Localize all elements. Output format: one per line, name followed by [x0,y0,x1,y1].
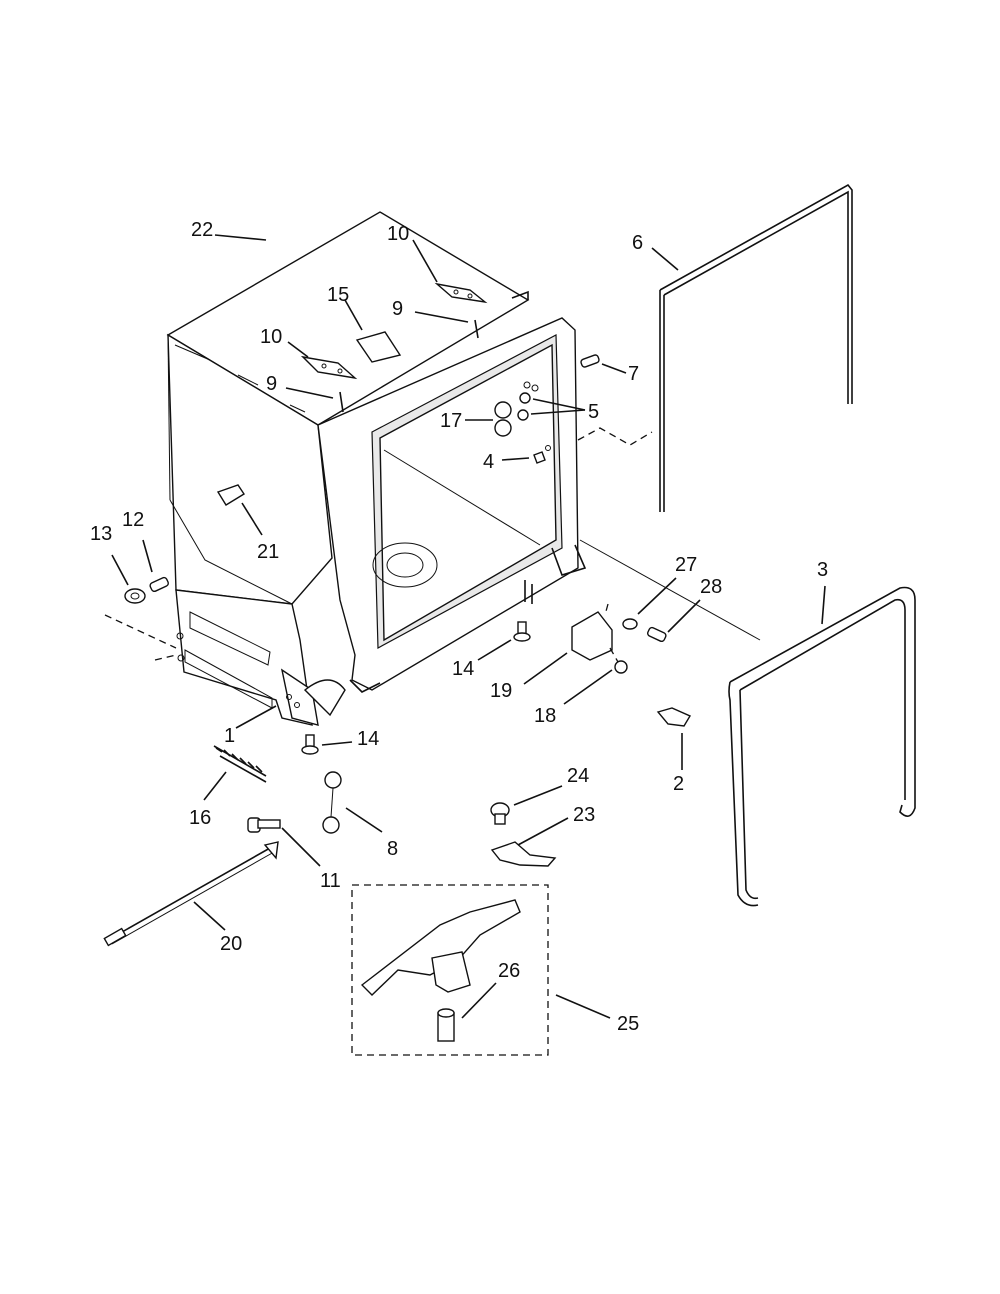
callout-1: 1 [224,725,235,747]
washers-part-5 [517,392,531,421]
hinge-bracket-lower [300,355,358,380]
callout-25: 25 [617,1013,639,1035]
callout-18: 18 [534,705,556,727]
plug-part-21 [216,484,245,506]
door-gasket-top [577,183,853,512]
rod-part-20 [103,841,279,947]
cap-part-24 [490,802,510,825]
clip-27 [622,618,638,630]
callout-19: 19 [490,680,512,702]
dishwasher-tub [166,211,587,726]
mounting-clip [355,331,402,363]
callout-28: 28 [700,576,722,598]
screw-18 [614,660,628,674]
callout-24: 24 [567,765,589,787]
callout-20: 20 [220,933,242,955]
callout-5: 5 [588,401,599,423]
callout-12: 12 [122,509,144,531]
callout-8: 8 [387,838,398,860]
bracket-19 [571,611,613,661]
screw-lower [339,391,344,413]
callout-16: 16 [189,807,211,829]
leg-14-lower [301,734,319,755]
screw-part-7 [580,354,600,368]
screw-upper [474,319,479,339]
screw-28 [647,626,667,643]
bracket-part-17 [494,401,512,437]
wheel-part-8 [322,771,342,834]
callout-2: 2 [673,773,684,795]
callout-9-lower: 9 [266,373,277,395]
clip-part-2 [656,707,692,727]
callout-23: 23 [573,804,595,826]
callout-10-lower: 10 [260,326,282,348]
callout-26: 26 [498,960,520,982]
callout-27: 27 [675,554,697,576]
bolt-part-11 [247,817,281,833]
callout-labels: 22 10 15 9 10 9 6 7 17 5 4 21 13 12 3 27… [90,219,828,1035]
spring-part-16 [213,745,267,783]
callout-10-upper: 10 [387,223,409,245]
bracket-part-23 [490,841,557,867]
hinge-bracket-upper [434,282,488,304]
leveling-foot-13 [124,588,146,604]
leader-lines [111,234,826,1019]
callout-4: 4 [483,451,494,473]
callout-22: 22 [191,219,213,241]
callout-14-upper: 14 [452,658,474,680]
callout-15: 15 [327,284,349,306]
tub-gasket-lower [728,586,916,907]
callout-11: 11 [320,870,341,892]
screw-12 [149,576,169,593]
callout-7: 7 [628,363,639,385]
leg-14-upper [513,621,531,642]
spray-arm-assembly-25 [351,884,549,1056]
callout-21: 21 [257,541,279,563]
callout-14-lower: 14 [357,728,379,750]
callout-9-upper: 9 [392,298,403,320]
callout-13: 13 [90,523,112,545]
callout-3: 3 [817,559,828,581]
nut-part-4 [533,451,546,464]
callout-17: 17 [440,410,462,432]
callout-6: 6 [632,232,643,254]
